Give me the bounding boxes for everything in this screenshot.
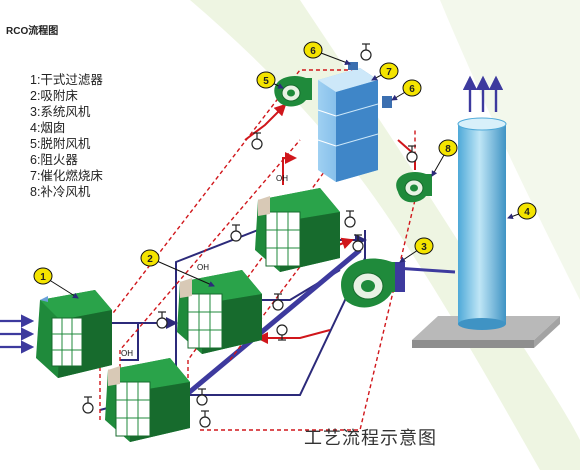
valve-icon — [406, 145, 418, 163]
hot-return-line — [256, 329, 331, 344]
valve-icon — [230, 224, 242, 242]
legend-item: 1:干式过滤器 — [30, 73, 103, 87]
callout-number: 5 — [263, 76, 269, 87]
callout-badge-6a: 6 — [303, 41, 323, 59]
callout-badge-1: 1 — [33, 267, 53, 285]
callout-badge-3: 3 — [414, 237, 434, 255]
callout-number: 8 — [445, 144, 451, 155]
dry-filter — [36, 290, 112, 378]
valve-icon — [272, 293, 284, 311]
callout-number: 4 — [524, 207, 530, 218]
valve-icon — [199, 410, 211, 428]
valve-icon — [156, 311, 168, 329]
legend-item: 4:烟囱 — [30, 121, 66, 135]
adsorption-bed-upper — [255, 188, 340, 272]
background-swoosh — [190, 0, 580, 470]
legend-item: 7:催化燃烧床 — [30, 169, 103, 183]
valve-icon — [344, 210, 356, 228]
callout-number: 2 — [147, 254, 153, 265]
callout-number: 1 — [40, 272, 46, 283]
callout-badge-2: 2 — [140, 249, 160, 267]
valve-icon — [352, 234, 364, 252]
legend-item: 3:系统风机 — [30, 105, 91, 119]
valve-icon — [276, 324, 288, 341]
oh-label: OH — [121, 349, 133, 358]
diagram-caption: 工艺流程示意图 — [304, 428, 437, 448]
callout-number: 7 — [386, 67, 392, 78]
legend-item: 2:吸附床 — [30, 89, 78, 103]
callout-badge-6b: 6 — [402, 79, 422, 97]
callout-badge-7: 7 — [379, 62, 399, 80]
callout-number: 6 — [409, 84, 415, 95]
oh-label: OH — [197, 263, 209, 272]
desorption-fan-line — [244, 103, 287, 141]
valves — [82, 43, 418, 428]
oh-label: OH — [276, 174, 288, 183]
callout-number: 6 — [310, 46, 316, 57]
legend-item: 5:脱附风机 — [30, 137, 91, 151]
callout-badge-5: 5 — [256, 71, 276, 89]
system-fan — [341, 258, 405, 308]
diagram-title: RCO流程图 — [6, 26, 59, 37]
valve-icon — [251, 132, 263, 150]
supplement-fan — [396, 172, 432, 203]
valve-icon — [360, 43, 372, 61]
flame-arrestor — [382, 96, 392, 108]
callout-number: 3 — [421, 242, 427, 253]
legend-item: 6:阻火器 — [30, 153, 78, 167]
cat-bed-return — [282, 152, 297, 185]
callout-badge-8: 8 — [438, 139, 458, 157]
chimney — [412, 117, 560, 348]
catalytic-bed — [317, 68, 379, 182]
valve-icon — [196, 388, 208, 406]
background-swoosh-right — [440, 0, 580, 300]
main-duct — [184, 248, 362, 397]
callout-badge-4: 4 — [517, 202, 537, 220]
adsorption-bed-lower — [105, 358, 190, 442]
exhaust-arrows — [462, 75, 504, 112]
inlet-arrows — [0, 314, 35, 354]
flame-arrestor-2 — [348, 62, 358, 70]
valve-icon — [82, 396, 94, 414]
adsorption-bed-middle — [177, 270, 262, 354]
legend-item: 8:补冷风机 — [30, 185, 91, 199]
component-legend: 1:干式过滤器 2:吸附床 3:系统风机 4:烟囱 5:脱附风机 6:阻火器 7… — [30, 72, 103, 200]
